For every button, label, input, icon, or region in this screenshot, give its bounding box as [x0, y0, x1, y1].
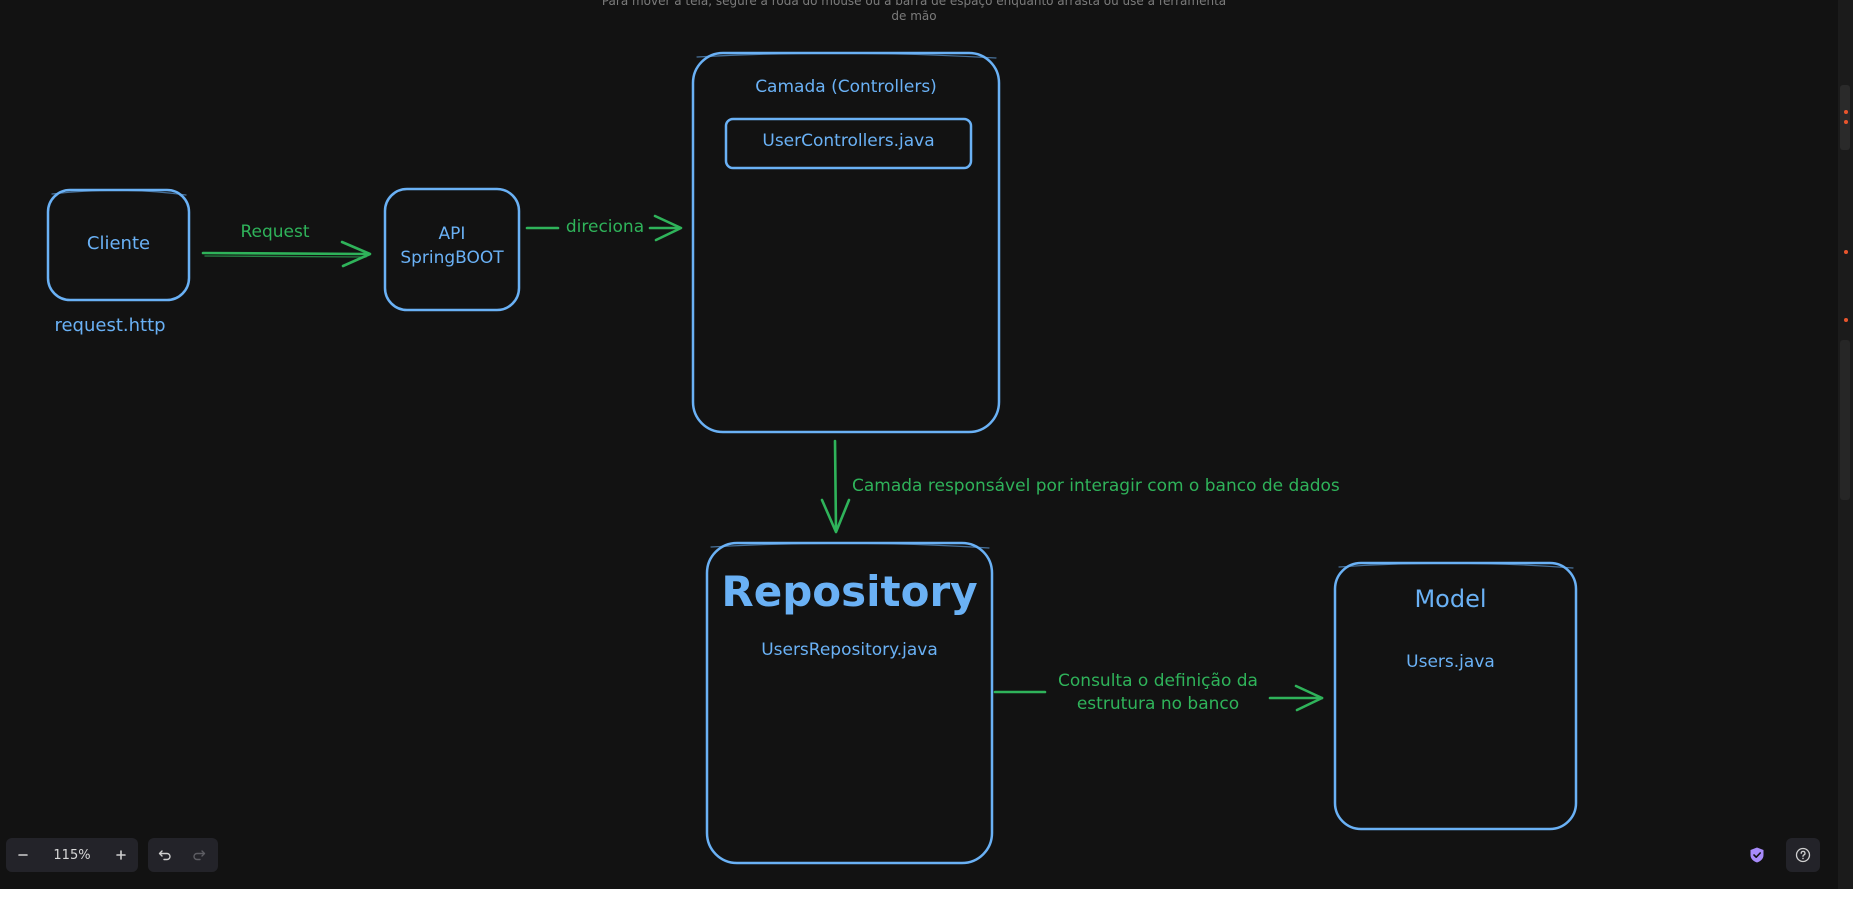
undo-icon — [158, 850, 171, 861]
zoom-in-button[interactable] — [104, 838, 138, 872]
request-label: Request — [240, 222, 310, 242]
user-controllers-label: UserControllers.java — [762, 131, 935, 151]
direciona-label: direciona — [565, 217, 645, 237]
zoom-controls: 115% — [6, 838, 138, 872]
repository-arrow — [833, 439, 838, 532]
api-label-line1: API — [438, 224, 466, 244]
request-arrow — [201, 251, 371, 256]
user-controllers-box — [724, 117, 973, 170]
model-file-label: Users.java — [1406, 652, 1495, 672]
minus-icon — [18, 854, 28, 856]
api-box — [383, 187, 521, 312]
help-button[interactable] — [1786, 838, 1820, 872]
controllers-box — [691, 51, 1001, 434]
redo-button[interactable] — [182, 838, 216, 872]
controllers-title: Camada (Controllers) — [755, 77, 937, 97]
shield-check-icon — [1750, 847, 1764, 863]
history-controls — [148, 838, 218, 872]
repository-file-label: UsersRepository.java — [761, 640, 938, 660]
plus-icon — [116, 850, 126, 860]
consulta-label-line1: Consulta o definição da — [1058, 671, 1258, 691]
zoom-out-button[interactable] — [6, 838, 40, 872]
cliente-label: Cliente — [86, 233, 151, 254]
whiteboard-canvas[interactable]: Para mover a tela, segure a roda do mous… — [0, 0, 1838, 889]
api-label-line2: SpringBOOT — [400, 248, 504, 268]
redo-icon — [193, 850, 206, 861]
undo-button[interactable] — [148, 838, 182, 872]
model-title: Model — [1414, 585, 1487, 613]
diagram-shapes — [46, 51, 1578, 865]
help-icon — [1795, 847, 1811, 863]
repository-note: Camada responsável por interagir com o b… — [852, 476, 1340, 496]
pan-hint: Para mover a tela, segure a roda do mous… — [601, 0, 1227, 23]
consulta-label-line2: estrutura no banco — [1076, 694, 1240, 714]
shield-button[interactable] — [1740, 838, 1774, 872]
repository-title: Repository — [721, 567, 978, 616]
side-panel-edge — [1838, 0, 1853, 889]
zoom-level[interactable]: 115% — [53, 847, 91, 863]
request-file-label: request.http — [54, 315, 166, 336]
